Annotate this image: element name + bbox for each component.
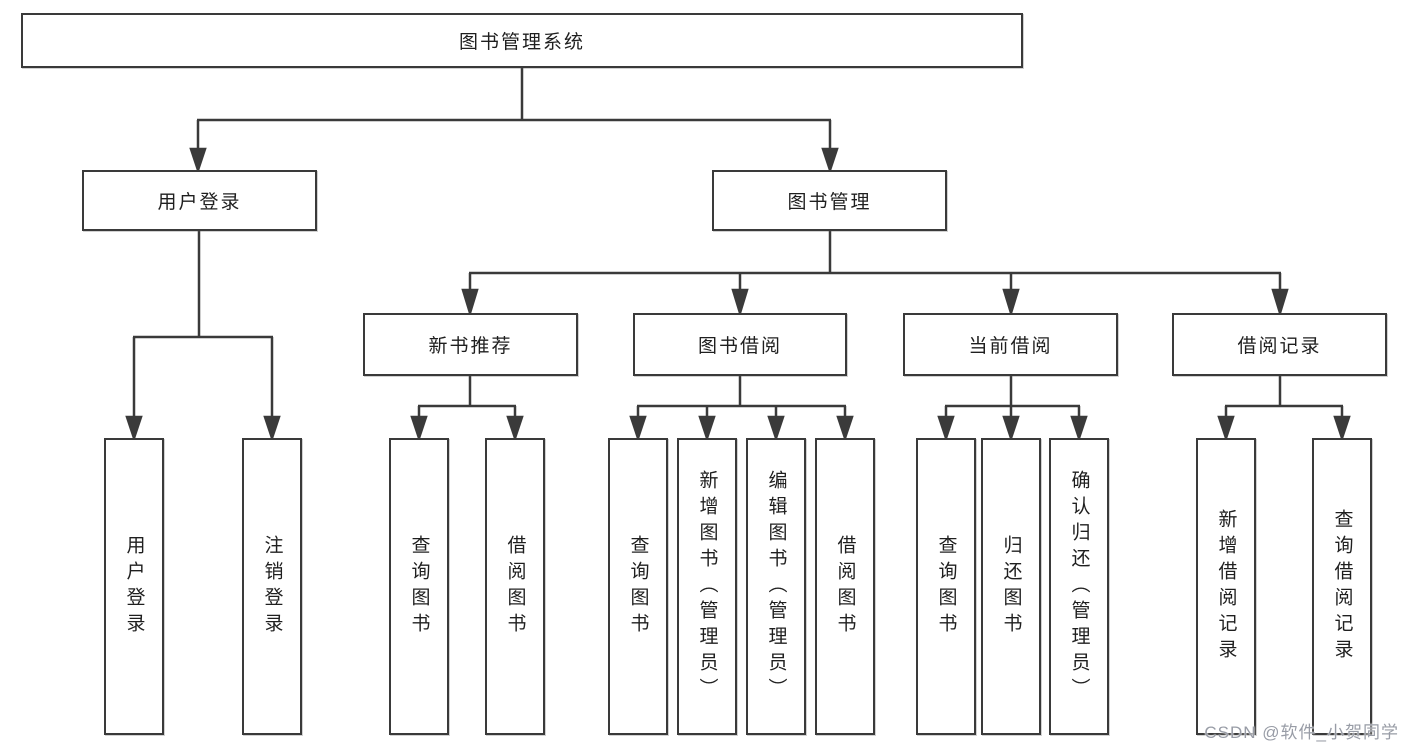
- leaf-add-borrow-record: 新增借阅记录: [1196, 438, 1256, 735]
- node-root-system: 图书管理系统: [21, 13, 1023, 68]
- leaf-user-login-label: 用户登录: [123, 534, 145, 639]
- leaf-query-books-borrowing-label: 查询图书: [627, 534, 649, 639]
- node-borrow-records: 借阅记录: [1172, 313, 1387, 376]
- connector-records-to-leaves: [1217, 376, 1351, 442]
- leaf-confirm-return-admin-label: 确认归还（管理员）: [1068, 469, 1090, 704]
- leaf-query-books-current: 查询图书: [916, 438, 976, 735]
- leaf-edit-books-admin-label: 编辑图书（管理员）: [765, 469, 787, 704]
- leaf-query-books-borrowing: 查询图书: [608, 438, 668, 735]
- node-book-borrowing: 图书借阅: [633, 313, 847, 376]
- node-book-borrowing-label: 图书借阅: [697, 336, 782, 357]
- node-user-login: 用户登录: [82, 170, 317, 231]
- leaf-query-books-current-label: 查询图书: [935, 534, 957, 639]
- leaf-borrow-books-recommend-label: 借阅图书: [504, 534, 526, 639]
- connector-root-to-level2: [189, 68, 839, 174]
- connector-current-to-leaves: [937, 376, 1088, 442]
- node-book-management-label: 图书管理: [787, 192, 872, 213]
- leaf-query-books-recommend-label: 查询图书: [408, 534, 430, 639]
- node-borrow-records-label: 借阅记录: [1237, 336, 1322, 357]
- leaf-query-books-recommend: 查询图书: [389, 438, 449, 735]
- node-current-borrowing: 当前借阅: [903, 313, 1118, 376]
- leaf-logout-label: 注销登录: [261, 534, 283, 639]
- node-new-book-recommend: 新书推荐: [363, 313, 578, 376]
- node-book-management: 图书管理: [712, 170, 947, 231]
- node-user-login-label: 用户登录: [157, 192, 242, 213]
- leaf-add-books-admin: 新增图书（管理员）: [677, 438, 737, 735]
- leaf-logout: 注销登录: [242, 438, 302, 735]
- leaf-borrow-books-label: 借阅图书: [834, 534, 856, 639]
- connector-newbooks-to-leaves: [410, 376, 524, 442]
- node-current-borrowing-label: 当前借阅: [968, 336, 1053, 357]
- leaf-borrow-books-recommend: 借阅图书: [485, 438, 545, 735]
- csdn-watermark: CSDN @软件_小贺同学: [1204, 723, 1399, 742]
- leaf-confirm-return-admin: 确认归还（管理员）: [1049, 438, 1109, 735]
- leaf-user-login: 用户登录: [104, 438, 164, 735]
- connector-borrowing-to-leaves: [629, 376, 854, 442]
- leaf-add-books-admin-label: 新增图书（管理员）: [696, 469, 718, 704]
- leaf-query-borrow-record-label: 查询借阅记录: [1331, 508, 1353, 665]
- leaf-return-books: 归还图书: [981, 438, 1041, 735]
- node-new-book-recommend-label: 新书推荐: [428, 336, 513, 357]
- node-root-label: 图书管理系统: [458, 32, 585, 53]
- leaf-edit-books-admin: 编辑图书（管理员）: [746, 438, 806, 735]
- connector-userlogin-to-leaves: [125, 231, 281, 442]
- leaf-add-borrow-record-label: 新增借阅记录: [1215, 508, 1237, 665]
- connector-bookmgmt-to-level3: [461, 231, 1289, 318]
- leaf-borrow-books: 借阅图书: [815, 438, 875, 735]
- leaf-query-borrow-record: 查询借阅记录: [1312, 438, 1372, 735]
- leaf-return-books-label: 归还图书: [1000, 534, 1022, 639]
